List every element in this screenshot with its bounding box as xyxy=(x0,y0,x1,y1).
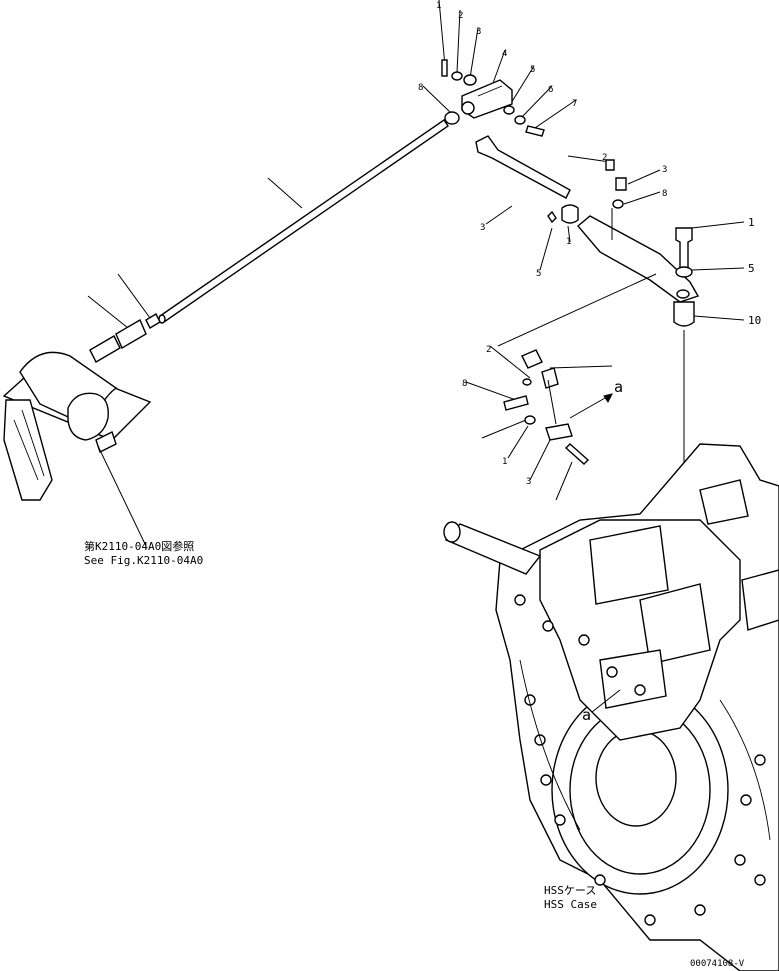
callout-label: 5 xyxy=(530,65,535,75)
figure-id: 00074108-V xyxy=(690,959,745,969)
middle-fastener-group xyxy=(465,345,613,501)
control-rod xyxy=(158,119,449,324)
callout-label: 2 xyxy=(458,11,463,21)
callout-label: 3 xyxy=(526,477,531,487)
rod-end-fitting xyxy=(87,273,161,363)
callout-label: 1 xyxy=(436,1,441,11)
bolt-part xyxy=(503,395,529,411)
view-point-label: a xyxy=(582,706,591,724)
callout-label: 4 xyxy=(502,49,507,59)
rod-end-part xyxy=(115,318,147,350)
callout-label: 3 xyxy=(662,165,667,175)
top-fastener-group xyxy=(422,0,577,137)
callout-label: 1 xyxy=(748,216,755,229)
reference-jp: 第K2110-04A0図参照 xyxy=(84,539,194,553)
bolt-part xyxy=(525,125,545,137)
bolt-part xyxy=(564,443,590,465)
callout-label: 1 xyxy=(502,457,507,467)
callout-label: 7 xyxy=(572,99,577,109)
cotter-pin-part xyxy=(441,59,448,77)
washer-part xyxy=(524,415,536,425)
pedal-assembly xyxy=(2,351,152,547)
callout-label: 2 xyxy=(602,153,607,163)
callout-label: 3 xyxy=(476,27,481,37)
nut-part xyxy=(145,313,161,329)
callout-label: 1 xyxy=(566,237,571,247)
case-label-jp: HSSケース xyxy=(544,884,596,897)
collar-part xyxy=(673,301,695,327)
callout-label: 8 xyxy=(418,83,423,93)
callout-label: 5 xyxy=(748,262,755,275)
lever-assembly xyxy=(475,135,745,716)
reference-en: See Fig.K2110-04A0 xyxy=(84,554,203,567)
bolt-part xyxy=(675,227,693,269)
washer-part xyxy=(451,71,463,81)
callout-label: 3 xyxy=(480,223,485,233)
callout-label: 8 xyxy=(462,379,467,389)
callout-label: 2 xyxy=(486,345,491,355)
callout-labels: 1 2 3 4 5 6 7 8 2 3 8 1 5 10 3 5 1 2 8 1… xyxy=(418,1,761,724)
reference-note: 第K2110-04A0図参照 See Fig.K2110-04A0 xyxy=(84,539,203,567)
adapter-part xyxy=(89,335,121,363)
callout-label: 5 xyxy=(536,269,541,279)
case-label: HSSケース HSS Case xyxy=(544,884,597,911)
washer-part xyxy=(675,266,693,278)
view-arrow-label: a xyxy=(614,378,623,396)
bushing-part xyxy=(561,204,579,224)
callout-label: 10 xyxy=(748,314,761,327)
hss-case xyxy=(443,443,779,971)
callout-label: 8 xyxy=(662,189,667,199)
callout-label: 6 xyxy=(548,85,553,95)
washer-part xyxy=(463,74,477,86)
case-label-en: HSS Case xyxy=(544,898,597,911)
nut-part xyxy=(444,111,460,125)
